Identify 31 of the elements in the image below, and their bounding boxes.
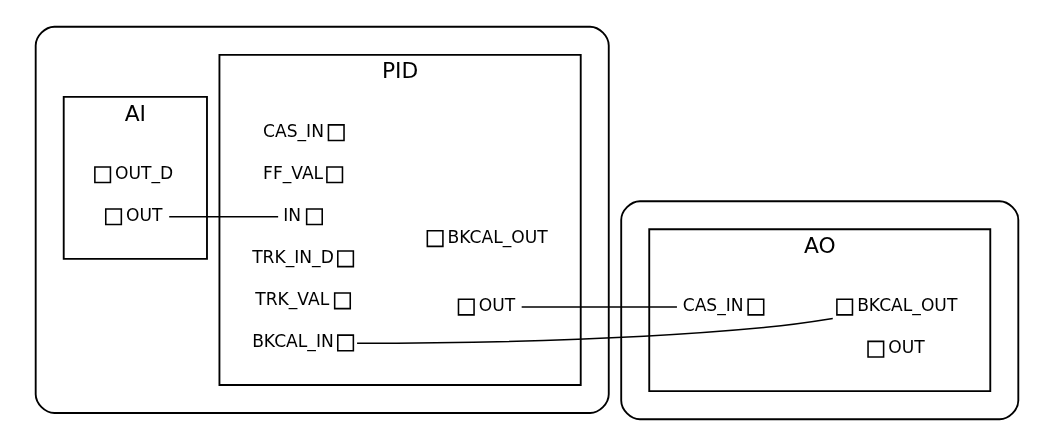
node-box xyxy=(867,340,885,358)
connector xyxy=(356,317,834,344)
connector xyxy=(520,306,678,308)
node-label: IN xyxy=(283,205,302,226)
node-box xyxy=(337,250,355,268)
node-label: CAS_IN xyxy=(682,295,744,316)
node-label: TRK_VAL xyxy=(255,289,330,310)
node-label: OUT xyxy=(888,337,925,358)
node-box xyxy=(457,298,475,316)
connector xyxy=(168,216,279,218)
node-box xyxy=(426,230,444,248)
node-box xyxy=(337,334,355,352)
node-box xyxy=(333,292,352,310)
node-box xyxy=(327,124,345,142)
node-label: OUT xyxy=(478,295,516,316)
node-box xyxy=(305,208,323,226)
node-label: CAS_IN xyxy=(263,121,324,142)
cluster xyxy=(34,25,610,414)
node-box xyxy=(326,166,344,184)
node-box xyxy=(105,208,123,226)
node-box xyxy=(836,298,854,316)
cluster xyxy=(620,200,1020,421)
node-label: TRK_IN_D xyxy=(252,247,334,268)
node-label: BKCAL_OUT xyxy=(447,226,548,247)
node-label: OUT xyxy=(126,205,163,226)
node-box xyxy=(747,298,765,316)
node-label: OUT_D xyxy=(115,163,174,184)
node-label: FF_VAL xyxy=(263,163,324,184)
node-label: BKCAL_IN xyxy=(252,331,334,352)
node-label: BKCAL_OUT xyxy=(857,295,958,316)
node-box xyxy=(94,166,112,184)
